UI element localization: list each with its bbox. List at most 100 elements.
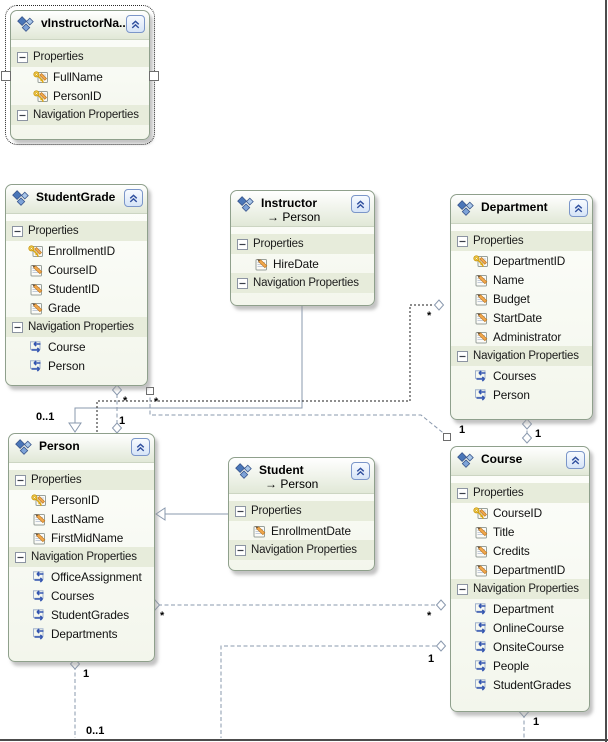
entity-header[interactable]: StudentGrade: [6, 185, 147, 214]
section-header-navigation-properties[interactable]: Navigation Properties: [231, 273, 374, 293]
minus-box-icon[interactable]: [457, 487, 468, 499]
collapse-entity-button[interactable]: [131, 438, 150, 456]
minus-box-icon[interactable]: [12, 225, 23, 237]
property-row[interactable]: PersonID: [9, 490, 154, 509]
nav-property-row[interactable]: Department: [451, 599, 589, 618]
nav-property-row[interactable]: OnsiteCourse: [451, 637, 589, 656]
property-row[interactable]: EnrollmentDate: [229, 521, 374, 540]
association-line[interactable]: [220, 645, 436, 738]
property-row[interactable]: PersonID: [11, 86, 149, 105]
nav-property-row[interactable]: StudentGrades: [451, 675, 589, 694]
nav-property-row[interactable]: Courses: [9, 586, 154, 605]
minus-box-icon[interactable]: [15, 474, 26, 486]
section-header-properties[interactable]: Properties: [229, 501, 374, 521]
connector-assoc-person-department[interactable]: 0..1*: [36, 299, 445, 432]
property-row[interactable]: StudentID: [6, 279, 147, 298]
connector-assoc-person-bottom[interactable]: 10..1: [69, 658, 105, 738]
minus-box-icon[interactable]: [17, 51, 28, 63]
selection-handle-right[interactable]: [149, 71, 159, 81]
section-header-navigation-properties[interactable]: Navigation Properties: [229, 540, 374, 560]
nav-property-row[interactable]: OnlineCourse: [451, 618, 589, 637]
nav-property-row[interactable]: Person: [6, 356, 147, 375]
collapse-entity-button[interactable]: [566, 451, 585, 469]
section-header-properties[interactable]: Properties: [231, 234, 374, 254]
connector-assoc-course-left-bottom[interactable]: 1: [220, 640, 447, 738]
entity-header[interactable]: Department: [451, 195, 592, 224]
property-row[interactable]: Name: [451, 270, 592, 289]
nav-property-row[interactable]: Departments: [9, 624, 154, 643]
inheritance-line[interactable]: [74, 304, 303, 423]
property-row[interactable]: EnrollmentID: [6, 241, 147, 260]
entity-StudentGrade[interactable]: StudentGrade Properties EnrollmentID Cou…: [5, 184, 148, 386]
minus-box-icon[interactable]: [457, 350, 468, 362]
connector-assoc-department-course[interactable]: 1: [521, 418, 542, 444]
entity-header[interactable]: Person: [9, 434, 154, 463]
connector-assoc-person-course[interactable]: **: [149, 599, 447, 622]
minus-box-icon[interactable]: [17, 109, 28, 121]
nav-property-row[interactable]: StudentGrades: [9, 605, 154, 624]
section-header-properties[interactable]: Properties: [6, 221, 147, 241]
minus-box-icon[interactable]: [457, 583, 468, 595]
entity-Student[interactable]: Student→ Person Properties EnrollmentDat…: [228, 457, 375, 571]
section-header-navigation-properties[interactable]: Navigation Properties: [6, 317, 147, 337]
property-row[interactable]: FullName: [11, 67, 149, 86]
association-line[interactable]: [149, 391, 448, 437]
section-header-navigation-properties[interactable]: Navigation Properties: [451, 579, 589, 599]
property-row[interactable]: Grade: [6, 298, 147, 317]
minus-box-icon[interactable]: [235, 505, 246, 517]
property-row[interactable]: DepartmentID: [451, 560, 589, 579]
minus-box-icon[interactable]: [237, 238, 248, 250]
property-row[interactable]: HireDate: [231, 254, 374, 273]
property-row[interactable]: FirstMidName: [9, 528, 154, 547]
property-row[interactable]: Budget: [451, 289, 592, 308]
section-header-navigation-properties[interactable]: Navigation Properties: [9, 547, 154, 567]
entity-header[interactable]: Student→ Person: [229, 458, 374, 494]
association-line[interactable]: [96, 304, 434, 432]
property-row[interactable]: StartDate: [451, 308, 592, 327]
collapse-entity-button[interactable]: [351, 462, 370, 480]
minus-box-icon[interactable]: [12, 321, 23, 333]
connector-inherit-instructor-person[interactable]: [68, 304, 303, 433]
section-header-navigation-properties[interactable]: Navigation Properties: [11, 105, 149, 125]
minus-box-icon[interactable]: [15, 551, 26, 563]
entity-header[interactable]: Instructor→ Person: [231, 191, 374, 227]
connector-assoc-studentgrade-person[interactable]: *1: [111, 384, 129, 434]
nav-property-row[interactable]: Person: [451, 385, 592, 404]
section-header-properties[interactable]: Properties: [11, 47, 149, 67]
collapse-entity-button[interactable]: [124, 189, 143, 207]
section-header-properties[interactable]: Properties: [451, 483, 589, 503]
endpoint-handle[interactable]: [146, 387, 154, 395]
selection-handle-left[interactable]: [1, 71, 11, 81]
nav-property-row[interactable]: Courses: [451, 366, 592, 385]
collapse-entity-button[interactable]: [126, 15, 145, 33]
collapse-entity-button[interactable]: [569, 199, 588, 217]
endpoint-handle[interactable]: [443, 433, 451, 441]
property-row[interactable]: CourseID: [6, 260, 147, 279]
nav-property-row[interactable]: People: [451, 656, 589, 675]
minus-box-icon[interactable]: [237, 277, 248, 289]
minus-box-icon[interactable]: [457, 235, 468, 247]
connector-assoc-studentgrade-course[interactable]: *1: [146, 387, 466, 441]
entity-vInstructorNames[interactable]: vInstructorNa... Properties FullName Per…: [1, 5, 159, 145]
connector-inherit-student-person[interactable]: [155, 507, 228, 521]
entity-Department[interactable]: Department Properties DepartmentID Name …: [450, 194, 593, 420]
nav-property-row[interactable]: OfficeAssignment: [9, 567, 154, 586]
section-header-navigation-properties[interactable]: Navigation Properties: [451, 346, 592, 366]
collapse-entity-button[interactable]: [351, 195, 370, 213]
section-header-properties[interactable]: Properties: [9, 470, 154, 490]
entity-Person[interactable]: Person Properties PersonID LastName Firs…: [8, 433, 155, 662]
entity-header[interactable]: Course: [451, 447, 589, 476]
entity-header[interactable]: vInstructorNa...: [11, 11, 149, 40]
entity-Course[interactable]: Course Properties CourseID Title Credits…: [450, 446, 590, 712]
minus-box-icon[interactable]: [235, 544, 246, 556]
property-row[interactable]: CourseID: [451, 503, 589, 522]
property-row[interactable]: DepartmentID: [451, 251, 592, 270]
property-row[interactable]: Credits: [451, 541, 589, 560]
property-row[interactable]: LastName: [9, 509, 154, 528]
nav-property-row[interactable]: Course: [6, 337, 147, 356]
property-row[interactable]: Administrator: [451, 327, 592, 346]
entity-Instructor[interactable]: Instructor→ Person Properties HireDate N…: [230, 190, 375, 306]
property-row[interactable]: Title: [451, 522, 589, 541]
section-header-properties[interactable]: Properties: [451, 231, 592, 251]
